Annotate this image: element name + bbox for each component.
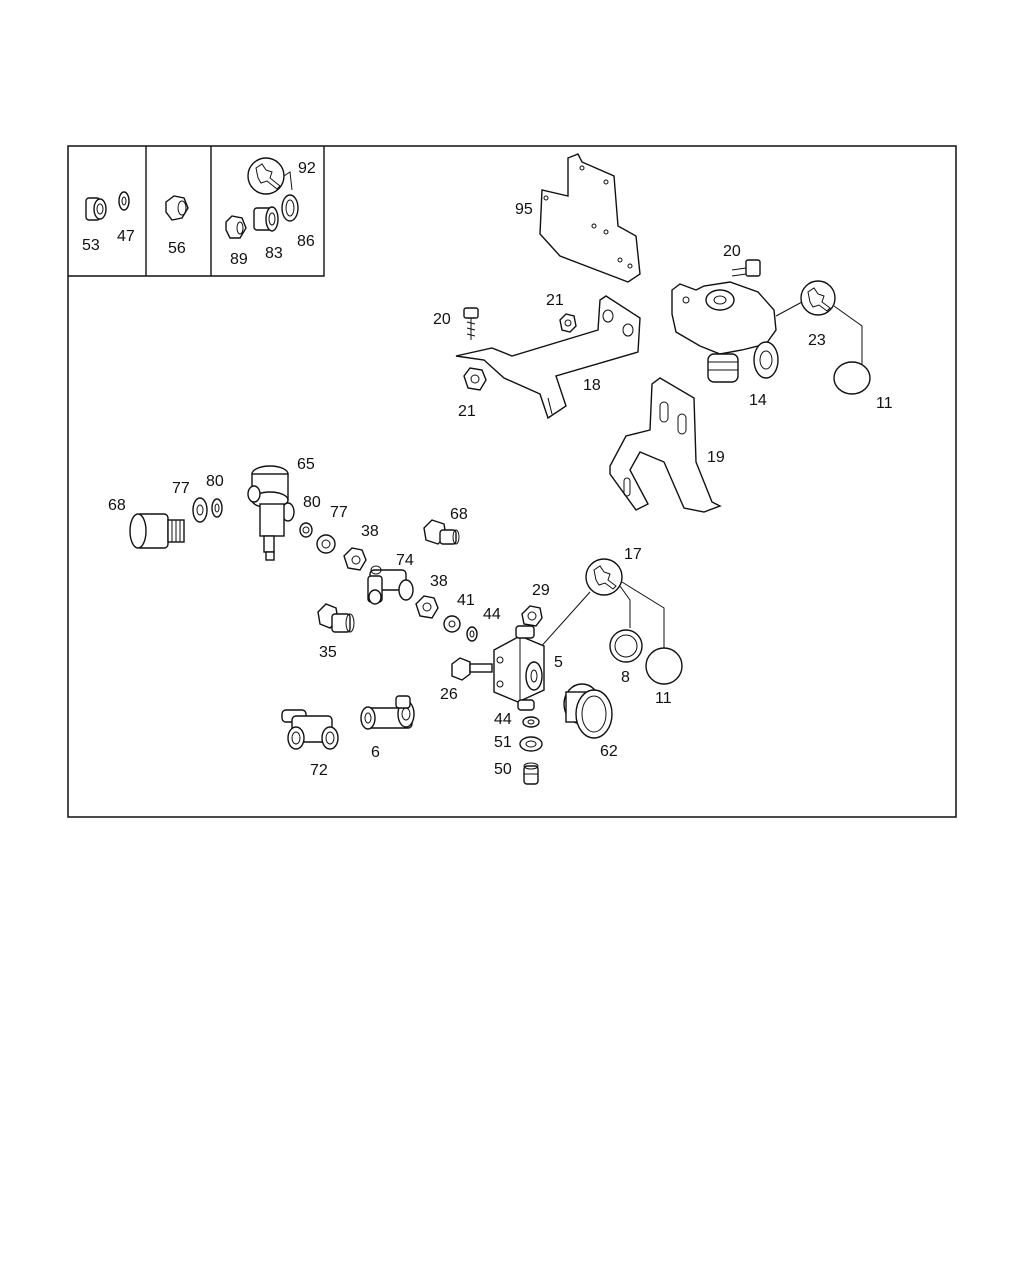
part-68-union-right (423, 519, 460, 545)
part-65-pressure-valve (247, 465, 295, 561)
label-29: 29 (532, 582, 550, 599)
label-72: 72 (310, 762, 328, 779)
part-47-washer (118, 191, 130, 211)
part-51-washer (519, 736, 543, 752)
part-53-plug (85, 197, 107, 221)
part-80-washer-center (299, 522, 313, 538)
part-11-cap-lower (645, 647, 683, 685)
label-21-lower: 21 (458, 403, 476, 420)
label-95: 95 (515, 201, 533, 218)
label-92: 92 (298, 160, 316, 177)
part-35-union (317, 603, 355, 633)
label-41: 41 (457, 592, 475, 609)
label-83: 83 (265, 245, 283, 262)
label-8: 8 (621, 669, 630, 686)
part-38-nut-lower (415, 595, 439, 619)
label-11-lower: 11 (655, 690, 672, 707)
part-38-nut-upper (343, 547, 367, 571)
part-14-valve (671, 281, 779, 383)
label-11-upper: 11 (876, 395, 893, 412)
label-26: 26 (440, 686, 458, 703)
label-5: 5 (554, 654, 563, 671)
part-11-cap-upper (833, 361, 871, 395)
diagram-frame (67, 145, 957, 818)
part-labels: 53 47 56 92 89 83 86 95 20 21 18 21 20 2… (82, 160, 893, 779)
label-35: 35 (319, 644, 337, 661)
part-86-ring (281, 194, 299, 222)
label-62: 62 (600, 743, 618, 760)
label-21-upper: 21 (546, 292, 564, 309)
part-29-nut (521, 605, 543, 627)
part-21-nut-lower (463, 367, 487, 391)
label-6: 6 (371, 744, 380, 761)
label-50: 50 (494, 761, 512, 778)
part-95-gasket-plate (539, 153, 641, 283)
part-20-bolt-right (731, 259, 761, 277)
label-23: 23 (808, 332, 826, 349)
label-47: 47 (117, 228, 135, 245)
label-44-lower: 44 (494, 711, 512, 728)
label-53: 53 (82, 237, 100, 254)
part-19-bracket (609, 377, 722, 513)
part-62-cap-housing (563, 683, 613, 739)
part-56-plug (165, 195, 189, 221)
part-18-bracket (455, 295, 641, 420)
part-77-washer-left (192, 497, 208, 523)
part-17-wrench-icon (537, 558, 665, 651)
inset-frame (68, 146, 325, 277)
label-17: 17 (624, 546, 642, 563)
part-41-washer (443, 615, 461, 633)
part-26-bolt (451, 657, 493, 681)
part-23-wrench-icon (775, 280, 863, 364)
part-89-nut (225, 215, 247, 239)
label-51: 51 (494, 734, 512, 751)
label-80-left: 80 (206, 473, 224, 490)
label-77-center: 77 (330, 504, 348, 521)
label-20-right: 20 (723, 243, 741, 260)
part-50-plug (523, 762, 539, 785)
label-18: 18 (583, 377, 601, 394)
part-72-tee-union (281, 709, 339, 750)
label-44-upper: 44 (483, 606, 501, 623)
part-74-tee-fitting (367, 565, 414, 605)
part-20-bolt-upper (463, 307, 479, 340)
label-68-left: 68 (108, 497, 126, 514)
part-68-union-left (129, 513, 185, 549)
label-38-lower: 38 (430, 573, 448, 590)
part-6-tee-fitting (360, 695, 415, 730)
part-21-nut-upper (559, 313, 577, 333)
part-83-fitting (253, 206, 279, 232)
part-44-washer-upper (466, 626, 478, 642)
label-74: 74 (396, 552, 414, 569)
label-19: 19 (707, 449, 725, 466)
label-77-left: 77 (172, 480, 190, 497)
label-68-right: 68 (450, 506, 468, 523)
part-77-washer-center (316, 534, 336, 554)
part-92-wrench-icon (247, 157, 293, 195)
label-80-center: 80 (303, 494, 321, 511)
label-20-upper: 20 (433, 311, 451, 328)
label-14: 14 (749, 392, 767, 409)
label-86: 86 (297, 233, 315, 250)
label-38-upper: 38 (361, 523, 379, 540)
label-89: 89 (230, 251, 248, 268)
label-56: 56 (168, 240, 186, 257)
part-44-washer-lower (522, 716, 540, 728)
part-5-manifold-block (493, 625, 545, 711)
part-80-washer-left (211, 498, 223, 518)
label-65: 65 (297, 456, 315, 473)
part-8-ring (609, 629, 643, 663)
